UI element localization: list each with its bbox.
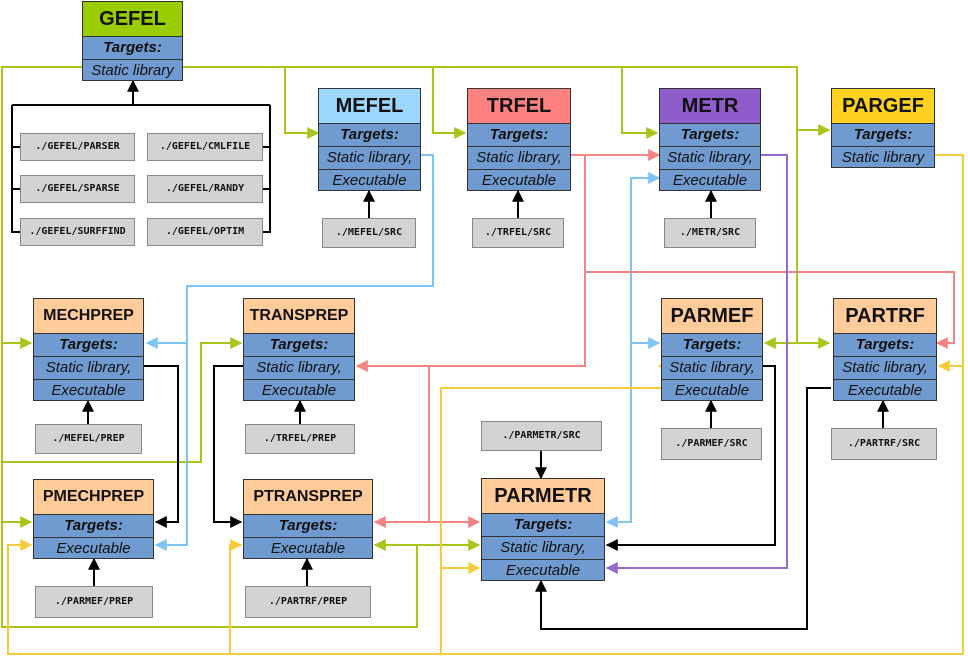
module-parmef: PARMEF Targets: Static library, Executab… bbox=[661, 298, 763, 401]
module-target: Executable bbox=[332, 172, 407, 189]
module-gefel: GEFEL Targets: Static library bbox=[82, 1, 183, 81]
module-target: Executable bbox=[674, 382, 750, 399]
source-dir: ./GEFEL/SPARSE bbox=[20, 175, 135, 203]
purple-wires bbox=[605, 154, 788, 574]
module-targets-label: Targets: bbox=[83, 37, 182, 60]
module-target: Executable bbox=[56, 540, 131, 557]
module-target: Executable bbox=[672, 172, 748, 189]
module-metr: METR Targets: Static library, Executable bbox=[659, 88, 761, 191]
module-targets-label: Targets: bbox=[468, 124, 570, 147]
module-title: MECHPREP bbox=[34, 299, 143, 334]
module-target: Static library, bbox=[660, 147, 760, 170]
green-wires bbox=[1, 66, 831, 628]
source-dir: ./GEFEL/OPTIM bbox=[147, 218, 263, 246]
red-wires bbox=[355, 149, 955, 528]
source-dir: ./TRFEL/PREP bbox=[245, 424, 355, 454]
module-targets-label: Targets: bbox=[834, 334, 936, 357]
module-title: TRANSPREP bbox=[244, 299, 354, 334]
module-target: Static library, bbox=[319, 147, 420, 170]
module-parmetr: PARMETR Targets: Static library, Executa… bbox=[481, 478, 605, 581]
source-dir: ./METR/SRC bbox=[664, 218, 756, 248]
module-title: MEFEL bbox=[319, 89, 420, 124]
module-title: PMECHPREP bbox=[34, 480, 153, 515]
module-title: PARTRF bbox=[834, 299, 936, 334]
module-title: PTRANSPREP bbox=[244, 480, 372, 515]
module-transprep: TRANSPREP Targets: Static library, Execu… bbox=[243, 298, 355, 401]
module-target: Static library, bbox=[482, 537, 604, 560]
module-title: METR bbox=[660, 89, 760, 124]
module-pargef: PARGEF Targets: Static library bbox=[831, 88, 935, 168]
source-dir: ./MEFEL/PREP bbox=[35, 424, 142, 454]
module-targets-label: Targets: bbox=[832, 124, 934, 147]
source-dir: ./PARTRF/PREP bbox=[245, 586, 371, 618]
source-dir: ./GEFEL/PARSER bbox=[20, 133, 135, 161]
module-target: Static library, bbox=[244, 357, 354, 380]
module-targets-label: Targets: bbox=[482, 514, 604, 537]
module-title: PARGEF bbox=[832, 89, 934, 124]
module-target: Static library bbox=[841, 149, 925, 166]
module-mechprep: MECHPREP Targets: Static library, Execut… bbox=[33, 298, 144, 401]
module-mefel: MEFEL Targets: Static library, Executabl… bbox=[318, 88, 421, 191]
module-target: Executable bbox=[270, 540, 346, 557]
module-partrf: PARTRF Targets: Static library, Executab… bbox=[833, 298, 937, 401]
module-target: Static library, bbox=[834, 357, 936, 380]
module-pmechprep: PMECHPREP Targets: Executable bbox=[33, 479, 154, 559]
source-dir: ./GEFEL/CMLFILE bbox=[147, 133, 263, 161]
module-target: Executable bbox=[51, 382, 126, 399]
module-target: Executable bbox=[505, 562, 581, 579]
module-target: Static library, bbox=[34, 357, 143, 380]
source-dir: ./TRFEL/SRC bbox=[472, 218, 564, 248]
module-targets-label: Targets: bbox=[244, 334, 354, 357]
module-target: Static library, bbox=[662, 357, 762, 380]
module-targets-label: Targets: bbox=[34, 334, 143, 357]
module-target: Executable bbox=[847, 382, 923, 399]
module-targets-label: Targets: bbox=[662, 334, 762, 357]
module-target: Executable bbox=[261, 382, 337, 399]
module-title: TRFEL bbox=[468, 89, 570, 124]
module-targets-label: Targets: bbox=[244, 515, 372, 538]
module-title: PARMEF bbox=[662, 299, 762, 334]
source-dir: ./PARTRF/SRC bbox=[831, 428, 937, 460]
source-dir: ./MEFEL/SRC bbox=[322, 218, 416, 248]
module-target: Static library bbox=[91, 62, 174, 79]
module-targets-label: Targets: bbox=[319, 124, 420, 147]
module-target: Static library, bbox=[468, 147, 570, 170]
blue-wires bbox=[145, 154, 661, 551]
module-title: GEFEL bbox=[83, 2, 182, 37]
module-targets-label: Targets: bbox=[660, 124, 760, 147]
module-target: Executable bbox=[481, 172, 557, 189]
source-dir: ./GEFEL/SURFFIND bbox=[20, 218, 135, 246]
module-targets-label: Targets: bbox=[34, 515, 153, 538]
source-dir: ./PARMETR/SRC bbox=[481, 421, 602, 451]
source-dir: ./PARMEF/PREP bbox=[35, 586, 153, 618]
source-dir: ./GEFEL/RANDY bbox=[147, 175, 263, 203]
module-ptransprep: PTRANSPREP Targets: Executable bbox=[243, 479, 373, 559]
module-title: PARMETR bbox=[482, 479, 604, 514]
black-wires bbox=[11, 79, 889, 630]
module-trfel: TRFEL Targets: Static library, Executabl… bbox=[467, 88, 571, 191]
source-dir: ./PARMEF/SRC bbox=[661, 428, 762, 460]
